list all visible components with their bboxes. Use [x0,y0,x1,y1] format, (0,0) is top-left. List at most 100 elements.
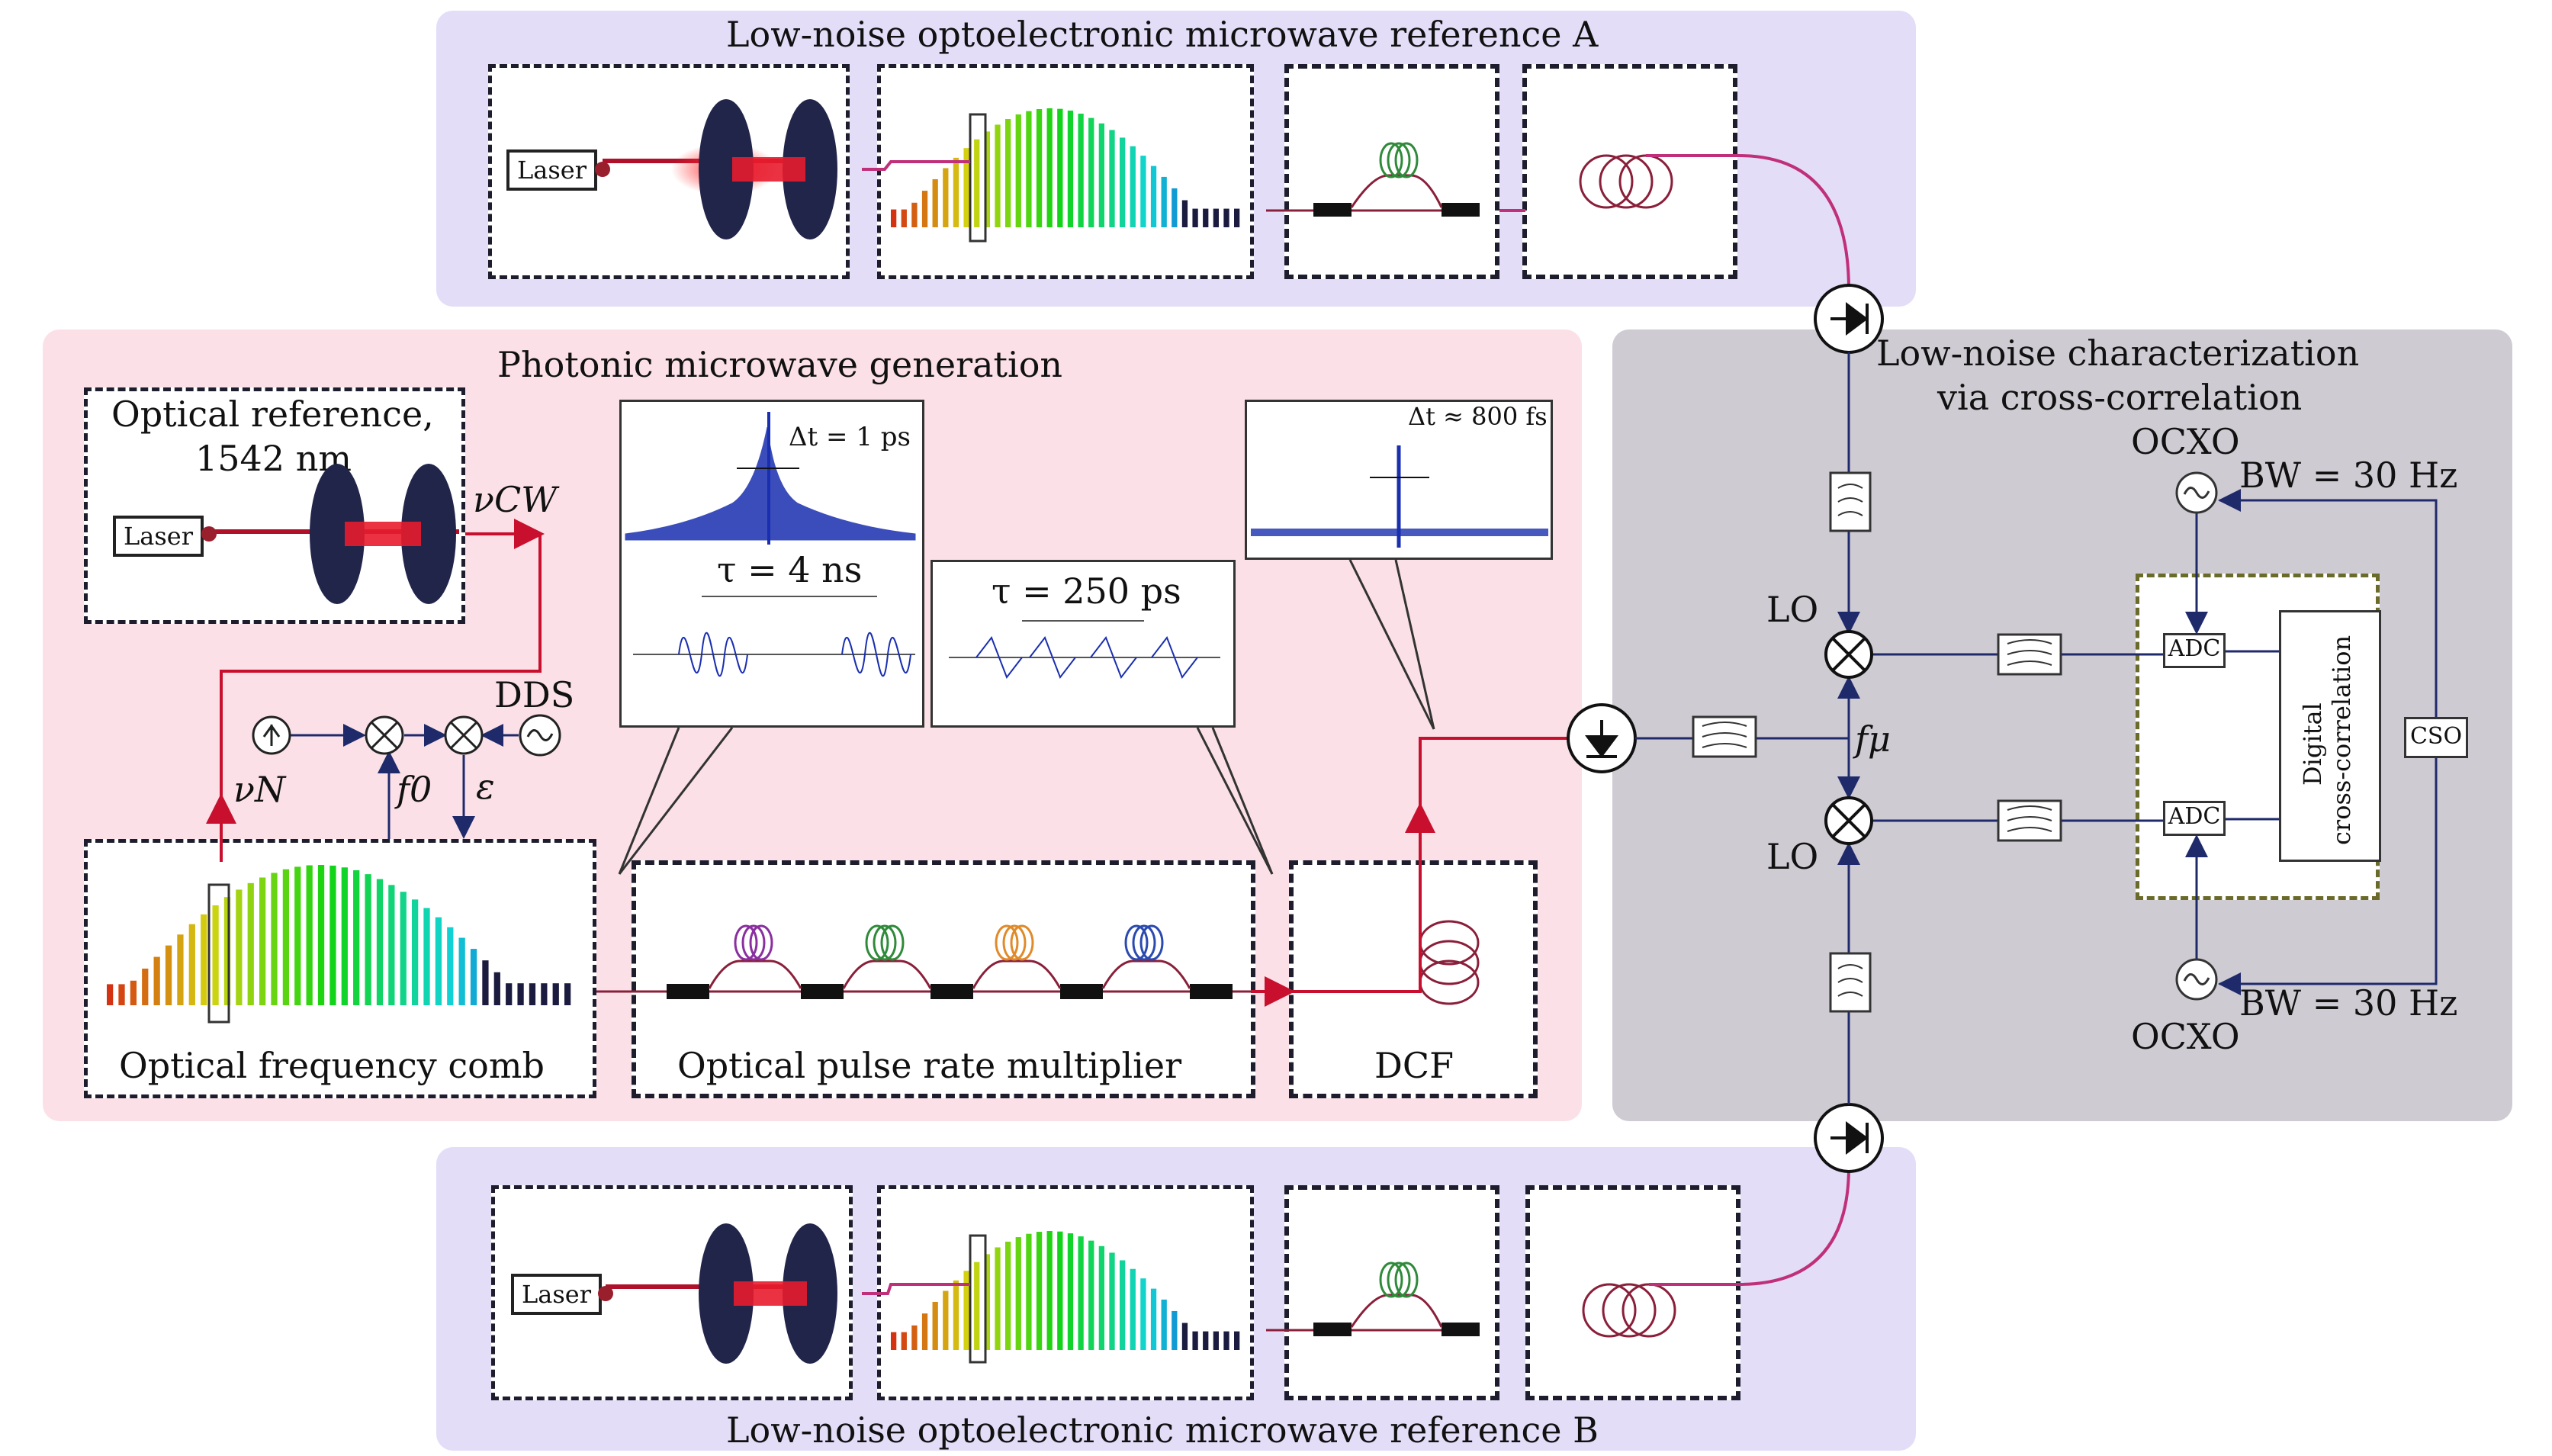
dds-oscillator-icon [519,714,561,757]
f-mu-label: fμ [1855,718,1891,760]
v-cw-label: νCW [473,479,558,520]
comb-line [1161,176,1167,227]
optical-frequency-comb-label: Optical frequency comb [119,1045,545,1086]
ref-a-fiber-coil-icon [1579,154,1673,209]
ref-a-laser: Laser [506,149,597,191]
dcf-fiber-coil-icon [1419,920,1480,1005]
comb-line [165,945,172,1005]
lo-top-label: LO [1766,589,1819,630]
comb-line [458,937,465,1005]
comb-line [317,865,325,1005]
comb-line [353,870,360,1005]
ref-b-multiplier-icon [1266,1262,1480,1336]
comb-line [891,1332,897,1350]
digital-cross-correlation-box [2279,610,2381,862]
dcf-box [1289,860,1538,1098]
optical-reference-label-2: 1542 nm [195,438,352,479]
comb-line [1130,1268,1136,1350]
comb-line [1109,130,1115,227]
f0-label: f0 [397,769,432,810]
comb-line [1181,200,1188,227]
cso-box: CSO [2404,717,2468,758]
comb-line [1213,1331,1220,1350]
pulse-rate-multiplier-box [632,860,1255,1098]
comb-line [470,949,477,1005]
epsilon-label: ε [476,766,495,807]
comb-line [1005,118,1011,227]
filter-pmg-icon [1692,715,1757,758]
comb-line [1046,108,1053,227]
bw-top-label: BW = 30 Hz [2239,455,2458,496]
ref-a-multiplier-icon [1266,142,1480,217]
ocxo-bottom-oscillator-icon [2175,958,2218,1001]
pmg-summer-icon [252,715,291,755]
comb-line [1098,1245,1105,1350]
comb-line [1067,111,1074,227]
reference-b-title: Low-noise optoelectronic microwave refer… [726,1409,1599,1451]
comb-line [493,972,500,1005]
pulse-trace-4ns [633,596,915,677]
pmg-comb-spectrum-icon [107,865,571,1005]
comb-line [236,889,243,1005]
ocxo-bottom-label: OCXO [2131,1016,2240,1057]
comb-line [1161,1299,1167,1350]
comb-line [953,157,959,227]
optical-reference-label-1: Optical reference, [111,394,434,435]
comb-line [564,983,571,1005]
photonic-generation-title: Photonic microwave generation [497,344,1063,385]
comb-line [1036,1232,1043,1350]
comb-line [1109,1252,1115,1350]
comb-line [921,1313,928,1350]
comb-line [963,148,969,227]
comb-line [1078,114,1084,227]
comb-line [1150,166,1157,227]
comb-line [1140,156,1146,227]
comb-line [329,865,336,1005]
comb-line [1005,1241,1011,1350]
comb-line [1120,1260,1126,1350]
comb-line [1046,1231,1053,1350]
ref-b-fiber-box [1525,1185,1740,1400]
comb-line [259,877,266,1005]
characterization-title-1: Low-noise characterization [1876,333,2360,374]
filter-lo-top-icon [1997,633,2062,676]
pmg-mixer-1-icon [365,715,404,755]
photodiode-b-icon [1814,1103,1884,1173]
ref-a-fiber-box [1522,64,1737,279]
filter-top-icon [1829,471,1872,532]
comb-line [107,984,114,1005]
comb-line [306,865,313,1005]
comb-line [1181,1323,1188,1350]
ocxo-top-oscillator-icon [2175,471,2218,514]
comb-line [1036,109,1043,227]
comb-line [541,983,548,1005]
pmg-cavity-icon [201,464,459,604]
comb-line [212,905,219,1005]
comb-line [1172,1310,1178,1350]
comb-line [995,1247,1001,1350]
photodiode-pmg-icon [1567,703,1637,773]
comb-line [1088,1240,1094,1350]
callout-4ns-label: τ = 4 ns [717,549,863,590]
comb-line [943,1290,949,1350]
pulse-trace-250ps [949,620,1220,680]
comb-line [201,914,207,1005]
comb-line [517,983,524,1005]
comb-line [1203,1331,1209,1350]
comb-line [891,209,897,227]
comb-line [1140,1278,1146,1350]
comb-line [1057,1231,1063,1350]
ref-b-fiber-coil-icon [1582,1283,1676,1338]
comb-line [482,960,489,1005]
ocxo-top-label: OCXO [2131,421,2240,462]
mixer-lo-bottom-icon [1824,796,1873,845]
comb-line [1098,123,1105,227]
ref-a-cavity-icon [595,99,837,239]
comb-line [901,209,907,227]
comb-line [911,202,918,227]
callout-1ps-label: Δt = 1 ps [789,422,911,452]
comb-line [247,882,254,1005]
pulse-trace-800fs [1251,445,1548,548]
comb-line [1067,1233,1074,1350]
comb-line [1015,1237,1021,1350]
